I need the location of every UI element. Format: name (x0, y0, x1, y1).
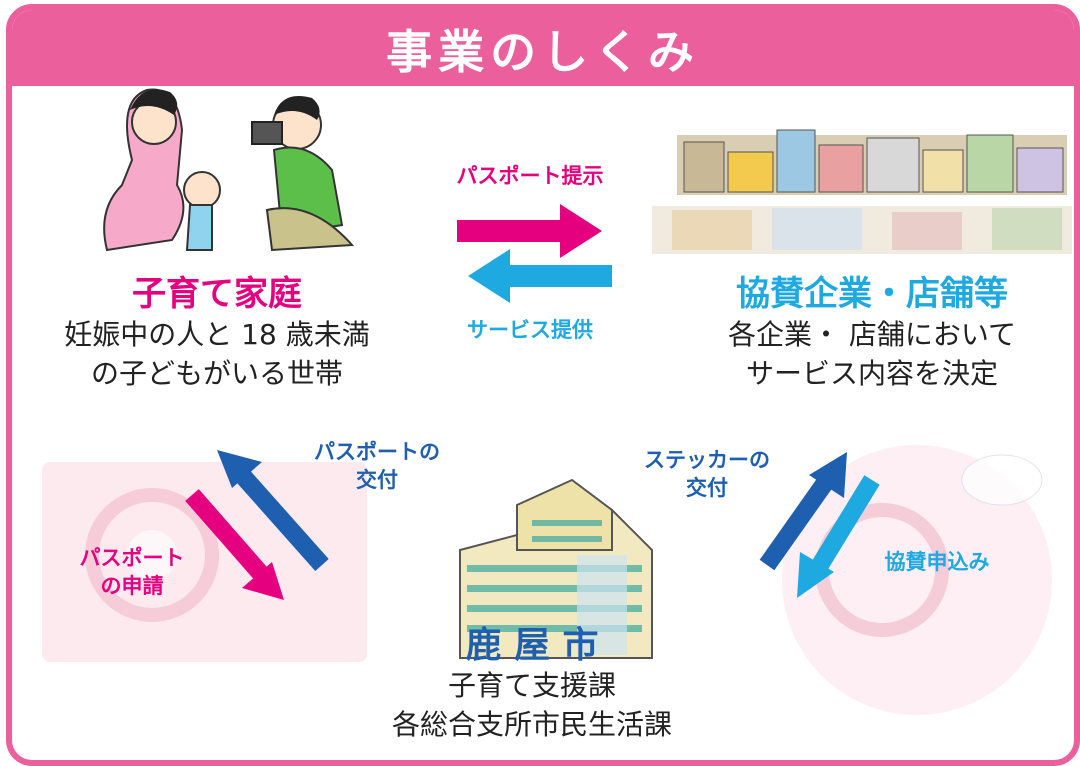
label-passport-issue-line1: パスポートの (314, 440, 440, 464)
label-passport-present: パスポート提示 (456, 164, 604, 188)
family-description: 妊娠中の人と 18 歳未満 の子どもがいる世帯 (32, 315, 402, 393)
sponsors-desc-line2: サービス内容を決定 (745, 357, 998, 390)
title-bar: 事業のしくみ (12, 10, 1074, 86)
label-passport-apply: パスポート の申請 (57, 544, 207, 600)
shops-illustration (652, 129, 1072, 254)
illustrations-layer (42, 88, 1072, 715)
sponsors-desc-line1: 各企業・ 店舗において (727, 318, 1017, 351)
sponsors-title: 協賛企業・店舗等 (736, 274, 1008, 314)
arrow-passport-present (457, 204, 602, 258)
arrow-service-provide (468, 249, 612, 303)
label-passport-issue-line2: 交付 (356, 468, 398, 492)
family-illustration (103, 88, 355, 252)
label-service-provide: サービス提供 (467, 318, 593, 342)
family-desc-line2: の子どもがいる世帯 (90, 357, 343, 390)
city-description: 子育て支援課 各総合支所市民生活課 (342, 666, 722, 744)
family-desc-line1: 妊娠中の人と 18 歳未満 (64, 318, 370, 351)
city-desc-line2: 各総合支所市民生活課 (391, 708, 672, 741)
label-passport-apply-line1: パスポート (79, 546, 185, 570)
arrow-sticker-issue (759, 452, 847, 571)
city-title: 鹿 屋 市 (465, 625, 599, 666)
label-sticker-issue-line1: ステッカーの (644, 448, 770, 472)
label-sticker-issue-line2: 交付 (686, 476, 728, 500)
arrow-sponsor-apply (797, 475, 880, 598)
page-title: 事業のしくみ (386, 25, 700, 79)
arrow-passport-issue (217, 450, 329, 571)
city-building-illustration (459, 478, 653, 659)
label-sponsor-apply: 協賛申込み (884, 550, 990, 574)
outer-frame: 事業のしくみ (6, 4, 1080, 766)
sponsors-description: 各企業・ 店舗において サービス内容を決定 (672, 315, 1072, 393)
label-sticker-issue: ステッカーの 交付 (617, 446, 797, 502)
label-passport-apply-line2: の申請 (100, 574, 164, 598)
city-desc-line1: 子育て支援課 (447, 669, 616, 702)
label-passport-issue: パスポートの 交付 (287, 438, 467, 494)
arrow-passport-apply (185, 489, 284, 600)
family-title: 子育て家庭 (132, 274, 302, 314)
